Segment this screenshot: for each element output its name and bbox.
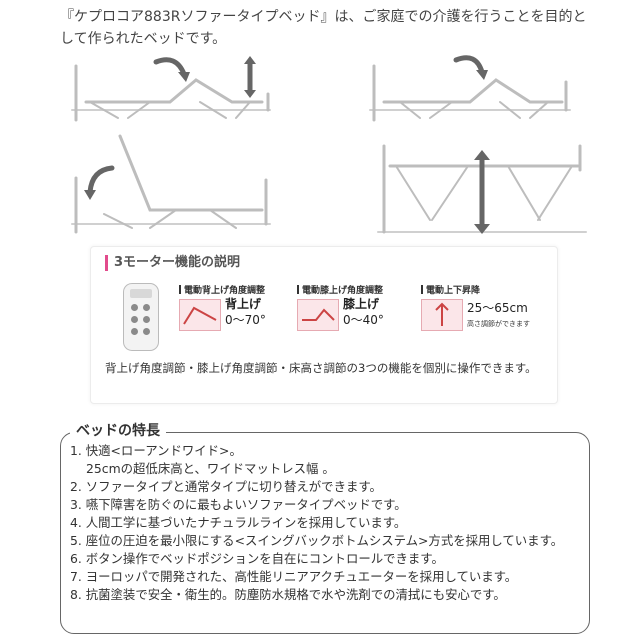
knee-raise-icon [297, 299, 339, 331]
list-item: 2. ソファータイプと通常タイプに切り替えができます。 [70, 479, 382, 494]
feature-range: 0〜40° [343, 313, 384, 327]
intro-text: 『ケプロコア883Rソファータイプベッド』は、ご家庭での介護を行うことを目的とし… [60, 9, 587, 47]
remote-control-icon [123, 283, 159, 351]
feature-label: 膝上げ [343, 297, 380, 311]
bed-illustration-upright [71, 134, 271, 234]
list-item: 3. 嚥下障害を防ぐのに最もよいソファータイプベッドです。 [70, 497, 407, 512]
features-list: 1. 快適<ローアンドワイド>。 25cmの超低床高と、ワイドマットレス幅 。 … [70, 442, 582, 604]
list-item: 8. 抗菌塗装で安全・衛生的。防塵防水規格で水や洗剤での清拭にも安心です。 [70, 587, 506, 602]
motor-function-panel: 3モーター機能の説明 電動背上げ角度調整 背上げ 0〜70° 電動膝上げ角度調整… [90, 246, 558, 404]
list-item: 4. 人間工学に基づいたナチュラルラインを採用しています。 [70, 515, 407, 530]
bed-illustrations [71, 55, 587, 234]
feature-range: 25〜65cm [467, 301, 528, 315]
feature-heading: 電動上下昇降 [421, 283, 480, 296]
back-raise-icon [179, 299, 221, 331]
list-item: 6. ボタン操作でベッドポジションを自在にコントロールできます。 [70, 551, 444, 566]
bed-illustration-knee-raise [71, 64, 271, 122]
feature-back-raise: 電動背上げ角度調整 背上げ 0〜70° [179, 283, 266, 331]
list-item: 25cmの超低床高と、ワイドマットレス幅 。 [86, 461, 335, 476]
panel-description: 背上げ角度調節・膝上げ角度調節・床高さ調節の3つの機能を個別に操作できます。 [105, 361, 537, 375]
height-lift-icon [421, 299, 463, 331]
features-title: ベッドの特長 [70, 422, 166, 440]
feature-heading: 電動膝上げ角度調整 [297, 283, 383, 296]
feature-label: 背上げ [225, 297, 262, 311]
list-item: 7. ヨーロッパで開発された、高性能リニアアクチュエーターを採用しています。 [70, 569, 518, 584]
rotate-arrow-icon [453, 55, 485, 75]
bed-illustration-back-raise [369, 64, 571, 122]
features-box [60, 432, 590, 634]
feature-height-lift: 電動上下昇降 25〜65cm 高さ調節ができます [421, 283, 530, 331]
rotate-arrow-icon [87, 165, 115, 195]
bed-illustration-height-lift [377, 144, 587, 234]
list-item: 5. 座位の圧迫を最小限にする<スイングバックボトムシステム>方式を採用していま… [70, 533, 564, 548]
feature-sub: 高さ調節ができます [467, 320, 530, 328]
rotate-arrow-icon [153, 57, 187, 77]
panel-title: 3モーター機能の説明 [105, 255, 240, 271]
list-item: 1. 快適<ローアンドワイド>。 [70, 443, 242, 458]
feature-heading: 電動背上げ角度調整 [179, 283, 265, 296]
feature-range: 0〜70° [225, 313, 266, 327]
feature-knee-raise: 電動膝上げ角度調整 膝上げ 0〜40° [297, 283, 384, 331]
